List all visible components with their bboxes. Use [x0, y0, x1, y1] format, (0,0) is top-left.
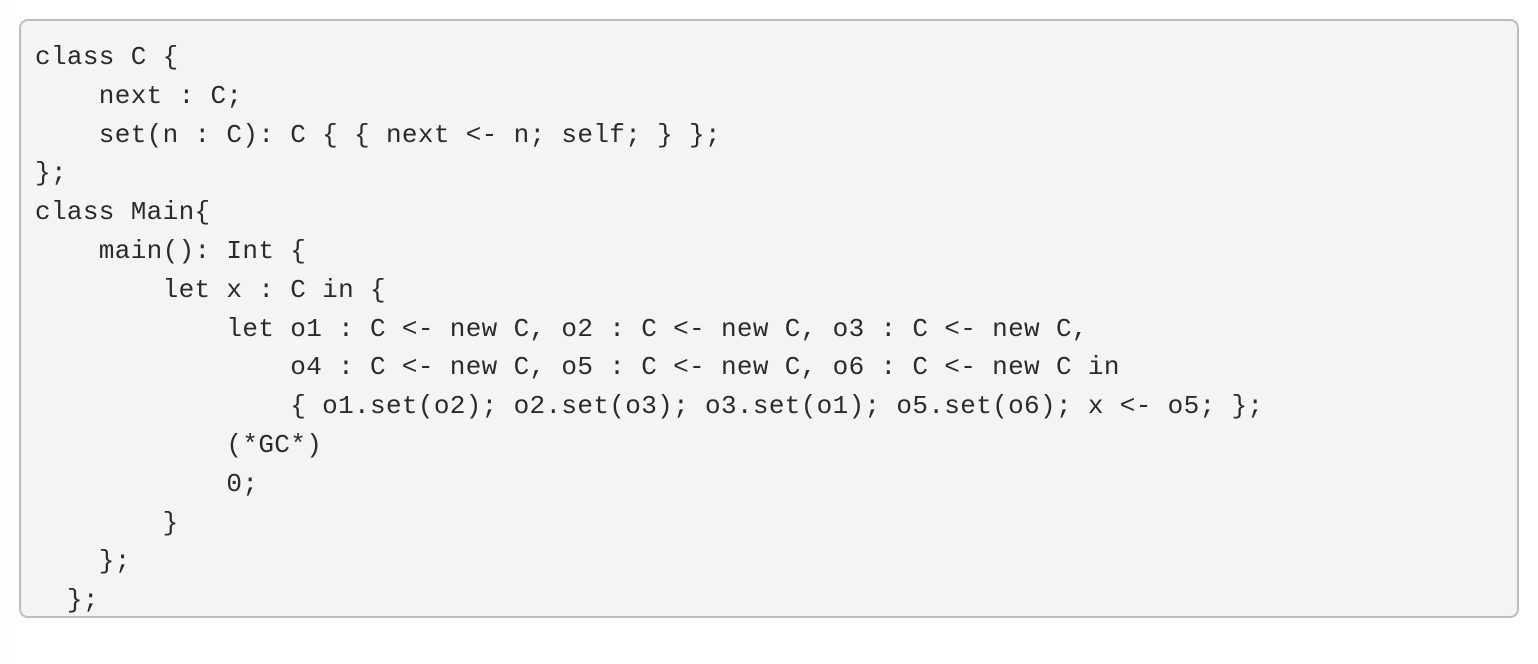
- code-line: let o1 : C <- new C, o2 : C <- new C, o3…: [35, 313, 1088, 344]
- code-content[interactable]: class C { next : C; set(n : C): C { { ne…: [21, 21, 1517, 616]
- code-line: main(): Int {: [35, 235, 307, 266]
- left-edge-band: [0, 0, 9, 664]
- code-line: };: [35, 585, 99, 616]
- code-line: set(n : C): C { { next <- n; self; } };: [35, 119, 721, 150]
- code-line: };: [35, 158, 67, 189]
- code-block: class C { next : C; set(n : C): C { { ne…: [19, 19, 1519, 618]
- code-line: class C {: [35, 42, 179, 72]
- code-line: 0;: [35, 468, 259, 499]
- code-line: let x : C in {: [35, 274, 386, 305]
- code-line: { o1.set(o2); o2.set(o3); o3.set(o1); o5…: [35, 391, 1264, 422]
- code-line: class Main{: [35, 197, 211, 228]
- code-line: (*GC*): [35, 429, 323, 460]
- code-line: };: [35, 546, 131, 577]
- code-line: next : C;: [35, 80, 243, 111]
- code-line: }: [35, 507, 179, 538]
- code-line: o4 : C <- new C, o5 : C <- new C, o6 : C…: [35, 352, 1120, 383]
